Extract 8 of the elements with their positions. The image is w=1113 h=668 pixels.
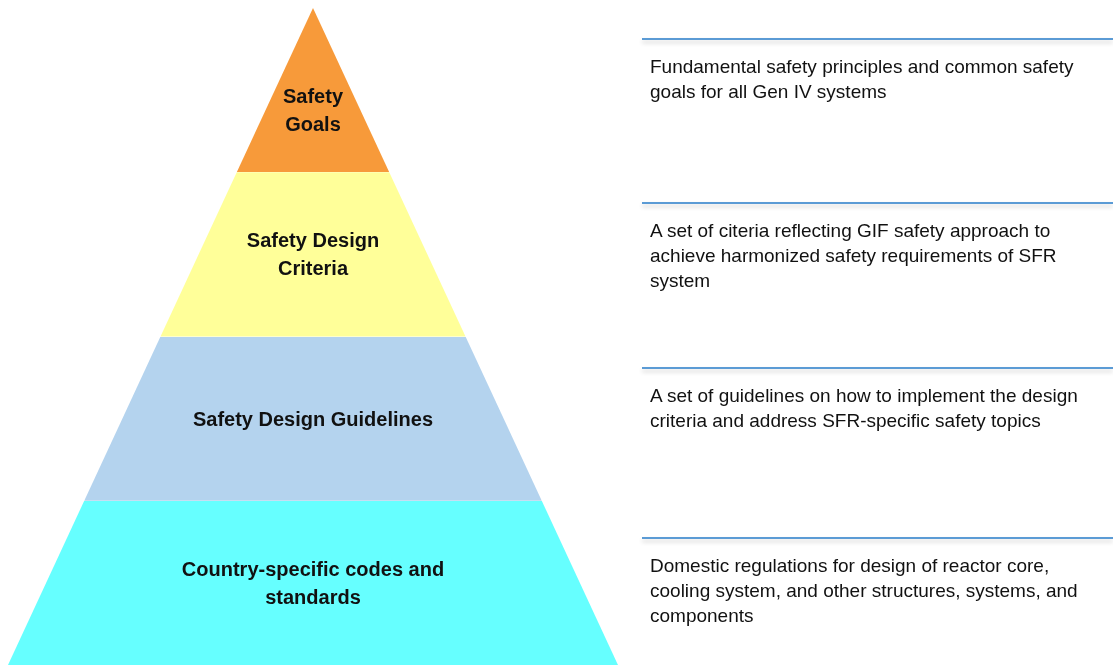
tier-title: Country-specific codes and standards xyxy=(180,556,446,610)
tier-description: Fundamental safety principles and common safety goals for all Gen IV systems xyxy=(650,55,1075,104)
tier-description: Domestic regulations for design of reactor core, cooling system, and other structures, systems, and components xyxy=(650,553,1079,628)
tier-title: Safety Goals xyxy=(282,84,344,138)
tier-title: Safety Design Guidelines xyxy=(192,406,434,432)
tier-description: A set of guidelines on how to implement the design criteria and address SFR-specific safety topics xyxy=(650,383,1079,433)
tier-description: A set of citeria reflecting GIF safety approach to achieve harmonized safety requirements of SFR system xyxy=(650,219,1058,294)
tier-title: Safety Design Criteria xyxy=(245,228,381,282)
